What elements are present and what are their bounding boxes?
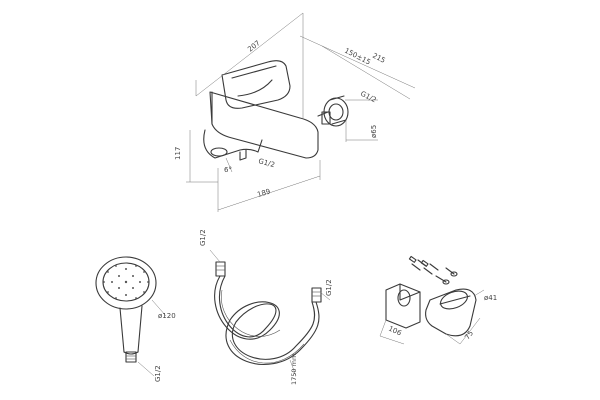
- shower-face: [102, 262, 150, 302]
- lever-curve: [237, 79, 273, 97]
- shower-diameter-label: ø120: [158, 312, 176, 320]
- thread-spout-outlet-label: G1/2: [257, 157, 275, 169]
- hose-top-nut: [215, 261, 226, 277]
- holder-knob: [397, 289, 411, 307]
- hose-right-leader: [319, 291, 331, 301]
- dim-spout-length: 189: [256, 188, 271, 199]
- holder-height-dim: [379, 319, 387, 337]
- holder-diameter-leader: [473, 289, 485, 297]
- dim-flange-diameter: ø65: [370, 125, 378, 138]
- angle-label: 6°: [224, 166, 232, 174]
- hand-shower: ø120 G1/2: [95, 256, 176, 382]
- holder-cup: [425, 288, 477, 337]
- shower-nozzles: [103, 265, 149, 299]
- lever-top-edge: [231, 65, 277, 79]
- hose-right-thread-label: G1/2: [325, 279, 333, 296]
- hose-ribs: [221, 289, 305, 364]
- hose-coil-inner: [219, 275, 316, 360]
- holder-cup-opening: [440, 290, 468, 310]
- mixer-body: [209, 91, 319, 159]
- holder-depth-dim: [445, 333, 461, 345]
- connector-body: [321, 111, 331, 125]
- bath-mixer: 207 215 150±15 G1/2 ø65 117 G1/2 6° 189: [174, 12, 416, 212]
- thread-leader: [137, 361, 155, 377]
- connector-nut: [329, 95, 347, 125]
- handle-thread: [125, 351, 137, 363]
- wall-holder: 106 75 ø41: [379, 255, 497, 345]
- shower-hose: G1/2 G1/2 1750 mm: [199, 229, 333, 385]
- mixer-spout: [203, 129, 263, 159]
- hose-top-leader: [209, 249, 221, 263]
- spout-outlet: [210, 147, 228, 157]
- holder-depth-label: 75: [463, 329, 475, 341]
- holder-base-edge: [399, 283, 421, 301]
- shower-thread-label: G1/2: [154, 365, 162, 382]
- dim-height: 117: [174, 147, 182, 160]
- hose-coil: [214, 275, 320, 365]
- shower-handle: [119, 305, 143, 353]
- holder-cup-rim: [439, 295, 471, 305]
- dim-depth-range: 150±15: [343, 47, 372, 67]
- dim-depth-total: 215: [371, 52, 387, 65]
- shower-head: [95, 256, 157, 310]
- hose-length-leader: [289, 359, 297, 377]
- flange-inner: [328, 103, 344, 121]
- mixer-dimensions: [186, 12, 416, 212]
- outlet-thread-stub: [239, 149, 247, 161]
- connector-arm: [317, 111, 329, 117]
- mixer-lever: [221, 60, 291, 109]
- holder-diameter-label: ø41: [484, 294, 497, 302]
- hose-length-label: 1750 mm: [290, 354, 298, 385]
- holder-height-label: 106: [387, 325, 403, 338]
- hose-right-nut: [311, 287, 322, 303]
- hose-top-thread-label: G1/2: [199, 229, 207, 246]
- diameter-leader: [151, 299, 167, 317]
- handle-end: [123, 351, 139, 355]
- thread-connection-label: G1/2: [359, 90, 378, 105]
- dim-overall-width: 207: [246, 39, 261, 54]
- holder-screws: [408, 255, 458, 285]
